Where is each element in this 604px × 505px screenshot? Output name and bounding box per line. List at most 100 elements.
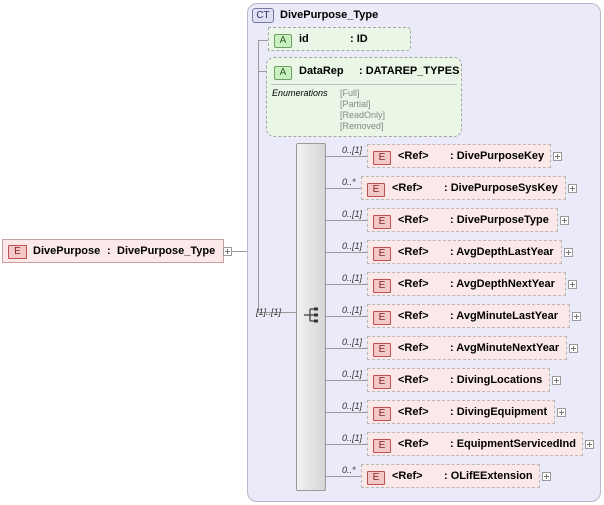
element-connector (326, 316, 367, 317)
element-connector (326, 220, 367, 221)
complex-type-badge: CT (252, 8, 274, 23)
element-ref: <Ref> (398, 438, 429, 450)
element-name: : DivePurposeSysKey (444, 182, 558, 194)
element-badge: E (373, 343, 391, 357)
element-badge: E (373, 247, 391, 261)
element-occurrence: 0..[1] (342, 273, 363, 283)
element-connector (326, 412, 367, 413)
attribute-badge: A (274, 66, 292, 80)
attribute-type: : ID (350, 33, 368, 45)
element-ref: <Ref> (392, 182, 423, 194)
element-expand-icon[interactable] (585, 440, 594, 449)
element-ref: <Ref> (398, 310, 429, 322)
element-expand-icon[interactable] (568, 184, 577, 193)
element-expand-icon[interactable] (552, 376, 561, 385)
element-name: : EquipmentServicedInd (450, 438, 576, 450)
element-occurrence: 0..* (342, 465, 356, 475)
attr-id-connector (258, 40, 270, 41)
element-expand-icon[interactable] (553, 152, 562, 161)
enumerations-label: Enumerations (272, 88, 328, 98)
element-name: : DivingLocations (450, 374, 543, 386)
element-row[interactable]: E <Ref> : DivingLocations (367, 368, 550, 392)
attribute-id[interactable]: A id : ID (268, 27, 411, 51)
element-connector (326, 444, 367, 445)
element-name: : OLifEExtension (444, 470, 533, 482)
element-name: : AvgMinuteNextYear (450, 342, 560, 354)
element-badge: E (373, 215, 391, 229)
enumeration-value: [Removed] (340, 121, 384, 131)
element-occurrence: 0..[1] (342, 241, 363, 251)
element-row[interactable]: E <Ref> : AvgDepthLastYear (367, 240, 562, 264)
element-occurrence: 0..[1] (342, 433, 363, 443)
root-element-name: DivePurpose (33, 245, 101, 257)
element-ref: <Ref> (392, 470, 423, 482)
element-expand-icon[interactable] (569, 344, 578, 353)
element-connector (326, 252, 367, 253)
complex-type-name: DivePurpose_Type (280, 9, 379, 21)
element-ref: <Ref> (398, 246, 429, 258)
element-connector (326, 380, 367, 381)
element-occurrence: 0..[1] (342, 369, 363, 379)
element-expand-icon[interactable] (560, 216, 569, 225)
tree-trunk-line (258, 40, 259, 312)
sequence-connector (258, 312, 296, 313)
root-expand-icon[interactable] (223, 247, 232, 256)
element-row[interactable]: E <Ref> : DivingEquipment (367, 400, 555, 424)
sequence-occurrence: [1]..[1] (256, 307, 282, 317)
element-expand-icon[interactable] (557, 408, 566, 417)
root-connector (232, 251, 258, 252)
element-badge: E (8, 245, 27, 259)
enumeration-value: [Full] (340, 88, 360, 98)
attribute-datarep[interactable]: A DataRep : DATAREP_TYPES Enumerations [… (266, 57, 462, 137)
sequence-compositor[interactable] (296, 143, 326, 491)
element-name: : DivingEquipment (450, 406, 548, 418)
element-ref: <Ref> (398, 342, 429, 354)
element-connector (326, 476, 361, 477)
element-name: : DivePurposeKey (450, 150, 545, 162)
element-occurrence: 0..[1] (342, 305, 363, 315)
attr-datarep-connector (258, 71, 270, 72)
element-expand-icon[interactable] (564, 248, 573, 257)
element-badge: E (373, 151, 391, 165)
enumeration-value: [Partial] (340, 99, 371, 109)
element-occurrence: 0..[1] (342, 337, 363, 347)
root-element[interactable]: E DivePurpose : DivePurpose_Type (2, 239, 224, 263)
element-name: : AvgDepthNextYear (450, 278, 555, 290)
element-row[interactable]: E <Ref> : DivePurposeSysKey (361, 176, 566, 200)
element-expand-icon[interactable] (542, 472, 551, 481)
element-row[interactable]: E <Ref> : DivePurposeKey (367, 144, 551, 168)
element-occurrence: 0..[1] (342, 401, 363, 411)
element-expand-icon[interactable] (568, 280, 577, 289)
element-row[interactable]: E<Ref>: DivePurposeType (367, 208, 558, 232)
attribute-divider (271, 84, 457, 85)
element-row[interactable]: E <Ref> : AvgDepthNextYear (367, 272, 566, 296)
element-ref: <Ref> (398, 150, 429, 162)
element-badge: E (373, 279, 391, 293)
element-ref: <Ref> (398, 278, 429, 290)
element-badge: E (373, 407, 391, 421)
element-ref: <Ref> (398, 406, 429, 418)
element-row[interactable]: E<Ref>: EquipmentServicedInd (367, 432, 583, 456)
element-badge: E (367, 183, 385, 197)
element-row[interactable]: E<Ref>: AvgMinuteLastYear (367, 304, 570, 328)
element-connector (326, 188, 361, 189)
element-occurrence: 0..* (342, 177, 356, 187)
attribute-name: id (299, 33, 309, 45)
element-badge: E (367, 471, 385, 485)
element-occurrence: 0..[1] (342, 209, 363, 219)
element-occurrence: 0..[1] (342, 145, 363, 155)
root-element-type: DivePurpose_Type (117, 245, 216, 257)
element-badge: E (373, 375, 391, 389)
element-connector (326, 156, 367, 157)
element-row[interactable]: E <Ref> : OLifEExtension (361, 464, 540, 488)
enumeration-value: [ReadOnly] (340, 110, 386, 120)
element-expand-icon[interactable] (572, 312, 581, 321)
element-connector (326, 348, 367, 349)
element-connector (326, 284, 367, 285)
element-name: : DivePurposeType (450, 214, 549, 226)
element-row[interactable]: E <Ref> : AvgMinuteNextYear (367, 336, 567, 360)
element-name: : AvgDepthLastYear (450, 246, 554, 258)
element-badge: E (373, 311, 391, 325)
element-ref: <Ref> (398, 374, 429, 386)
attribute-name: DataRep (299, 65, 344, 77)
